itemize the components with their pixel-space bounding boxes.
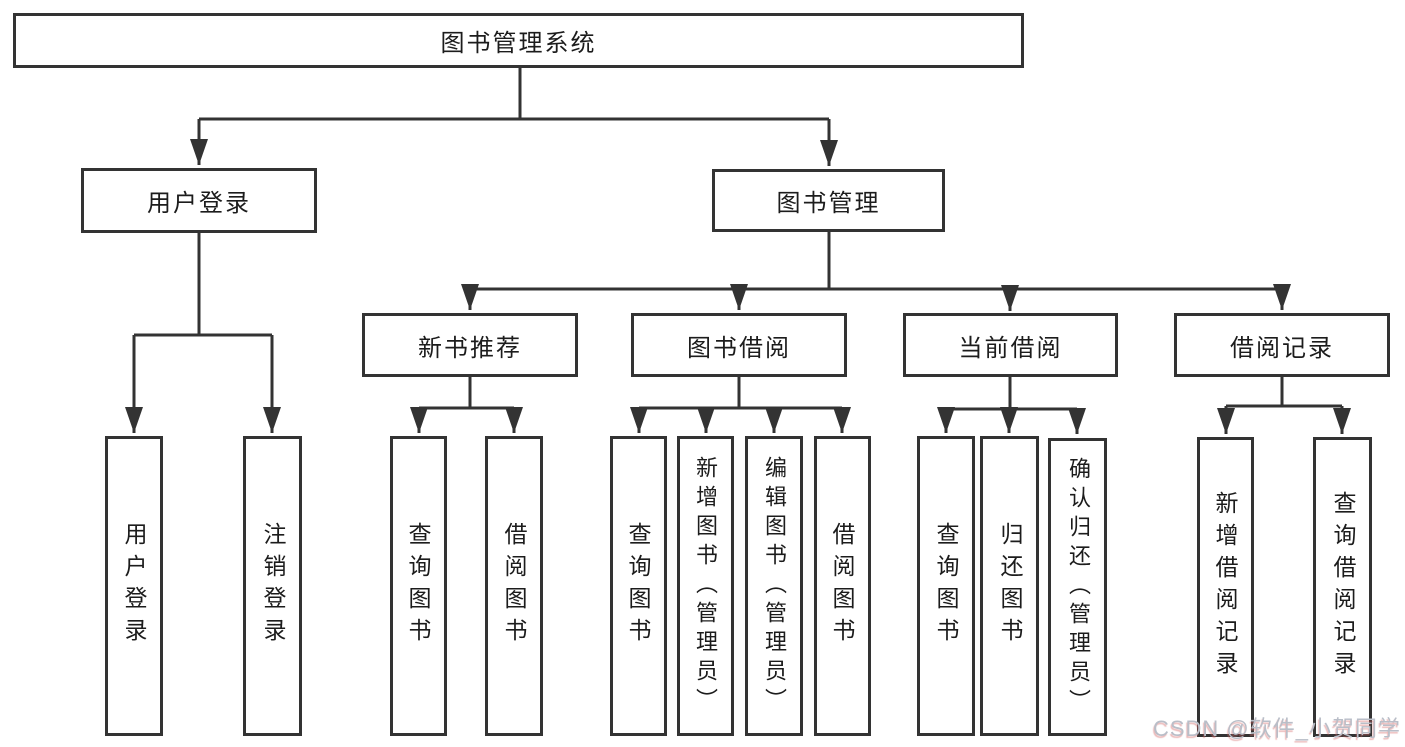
node-new-book-recommend: 新书推荐 (362, 313, 578, 377)
leaf-query-books-borrowing: 查询图书 (610, 436, 667, 736)
node-borrowing-records: 借阅记录 (1174, 313, 1390, 377)
leaf-add-borrow-record: 新增借阅记录 (1197, 437, 1254, 737)
node-book-borrowing: 图书借阅 (631, 313, 847, 377)
leaf-user-login: 用户登录 (105, 436, 163, 736)
node-user-login: 用户登录 (81, 168, 317, 233)
leaf-query-books-current: 查询图书 (917, 436, 975, 736)
csdn-watermark: CSDN @软件_小贺同学 (1152, 716, 1401, 741)
leaf-borrow-books: 借阅图书 (814, 436, 871, 736)
leaf-query-borrow-record: 查询借阅记录 (1313, 437, 1372, 737)
leaf-edit-books-admin: 编辑图书（管理员） (745, 436, 803, 736)
leaf-borrow-books-recommend: 借阅图书 (485, 436, 543, 736)
node-book-management: 图书管理 (712, 169, 945, 232)
leaf-query-books-recommend: 查询图书 (390, 436, 447, 736)
leaf-return-books: 归还图书 (980, 436, 1039, 736)
node-current-borrowing: 当前借阅 (903, 313, 1118, 377)
leaf-confirm-return-admin: 确认归还（管理员） (1048, 438, 1107, 736)
node-root: 图书管理系统 (13, 13, 1024, 68)
leaf-add-books-admin: 新增图书（管理员） (677, 436, 734, 736)
leaf-logout: 注销登录 (243, 436, 302, 736)
